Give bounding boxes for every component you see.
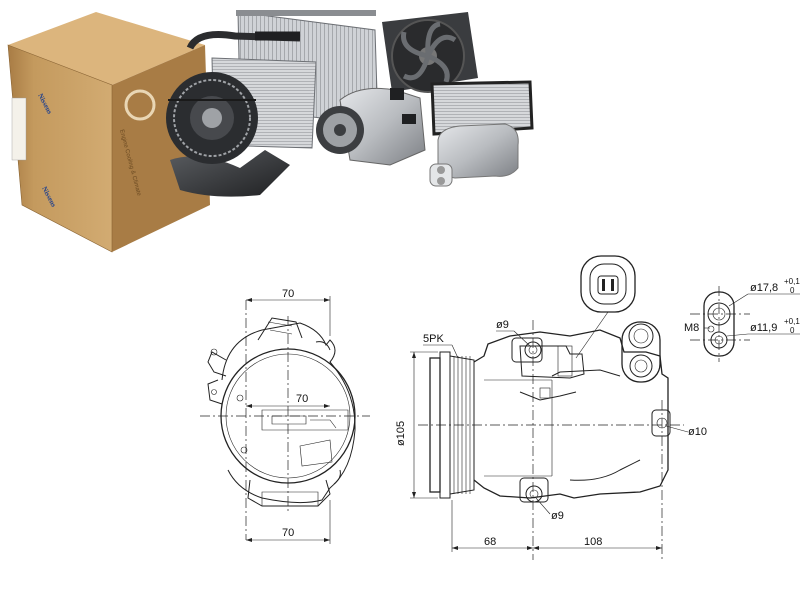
thread-size-label: M8: [684, 322, 699, 334]
front-view-drawing: 70 70 70: [200, 288, 370, 544]
large-port-tolerance-lower: 0: [790, 286, 795, 295]
bottom-hole-label: ø9: [551, 510, 564, 522]
front-dim-bottom: 70: [282, 527, 294, 539]
cooling-fan-photo: [382, 12, 478, 93]
compressor-photo: [316, 87, 426, 166]
heater-core-photo: [430, 80, 534, 136]
box-q-logo-icon: [124, 89, 156, 121]
small-port-diameter: ø11,9: [750, 322, 777, 334]
product-photo: Nissens Nissens Engine Cooling & Climate: [7, 10, 534, 253]
top-hole-label: ø9: [496, 319, 509, 331]
side-view-drawing: ø105 5PK ø9 ø9 ø10 68 108: [395, 319, 707, 560]
dim-mount-to-rear: 108: [584, 536, 602, 548]
rear-hole-label: ø10: [688, 426, 707, 438]
dim-pulley-to-mount: 68: [484, 536, 496, 548]
large-port-diameter: ø17,8: [750, 282, 778, 294]
front-dim-mid: 70: [296, 393, 308, 405]
port-flange-detail: ø17,8 +0,1 0 ø11,9 +0,1 0 M8: [684, 277, 800, 362]
blower-motor-photo: [166, 72, 290, 197]
electrical-connector-detail: [575, 255, 636, 359]
nissens-box: Nissens Nissens Engine Cooling & Climate: [7, 12, 210, 253]
pulley-profile-label: 5PK: [423, 333, 444, 345]
front-dim-top: 70: [282, 288, 294, 300]
small-port-tolerance-upper: +0,1: [784, 317, 800, 326]
large-port-tolerance-upper: +0,1: [784, 277, 800, 286]
receiver-drier-photo: [429, 123, 519, 187]
small-port-tolerance-lower: 0: [790, 326, 795, 335]
pulley-diameter: ø105: [395, 421, 407, 446]
